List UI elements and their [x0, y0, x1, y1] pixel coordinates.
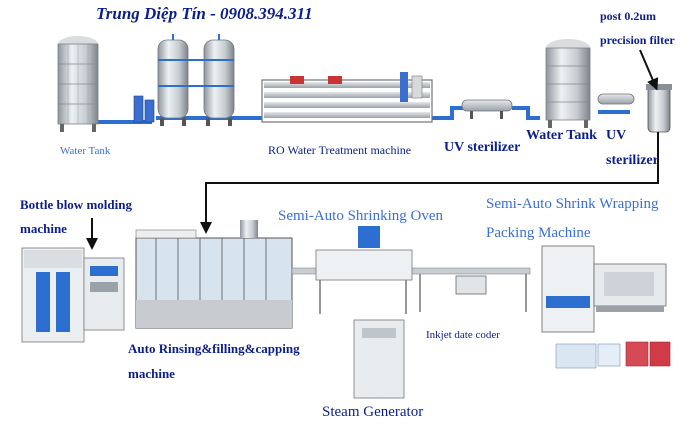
water-tank-1-label: Water Tank — [60, 145, 111, 157]
ro-machine-label: RO Water Treatment machine — [268, 143, 412, 157]
steam-generator-illustration — [353, 319, 405, 399]
uv-sterilizer-1-illustration — [461, 99, 513, 119]
shrink-wrap-label-line1: Semi-Auto Shrink Wrapping — [486, 196, 659, 212]
shrinking-oven-label: Semi-Auto Shrinking Oven — [278, 208, 443, 224]
blow-molding-machine-illustration — [21, 247, 125, 343]
flow-arrows — [86, 49, 659, 250]
shrinking-oven-illustration — [291, 226, 531, 314]
uv-sterilizer-2-label-line2: sterilizer — [606, 153, 659, 168]
water-tank-1-illustration — [57, 36, 99, 132]
precision-filter-label-line1: post 0.2um — [600, 9, 657, 23]
steam-generator-label: Steam Generator — [322, 404, 424, 420]
bottle-packs-illustration — [555, 341, 671, 369]
company-header: Trung Diệp Tín - 0908.394.311 — [96, 4, 313, 23]
uv-sterilizer-1-label: UV sterilizer — [444, 140, 521, 155]
water-tank-2-label: Water Tank — [526, 128, 597, 143]
shrink-wrap-label-line2: Packing Machine — [486, 225, 591, 241]
inkjet-coder-label: Inkjet date coder — [426, 329, 500, 341]
water-tank-2-illustration — [545, 39, 591, 128]
rinsing-filling-label-line1: Auto Rinsing&filling&capping — [128, 341, 300, 356]
ro-machine-illustration — [261, 72, 433, 123]
precision-filter-illustration — [646, 84, 672, 133]
blow-molding-label-line2: machine — [20, 221, 67, 236]
blow-molding-label-line1: Bottle blow molding — [20, 197, 132, 212]
filter-columns-illustration — [157, 34, 235, 126]
precision-filter-label-line2: precision filter — [600, 33, 675, 47]
shrink-wrap-machine-illustration — [541, 245, 667, 333]
uv-sterilizer-2-illustration — [597, 93, 635, 105]
rinsing-filling-capping-machine-illustration — [135, 220, 293, 329]
pumps-illustration — [133, 95, 155, 123]
uv-sterilizer-2-label-line1: UV — [606, 128, 627, 143]
rinsing-filling-label-line2: machine — [128, 366, 175, 381]
